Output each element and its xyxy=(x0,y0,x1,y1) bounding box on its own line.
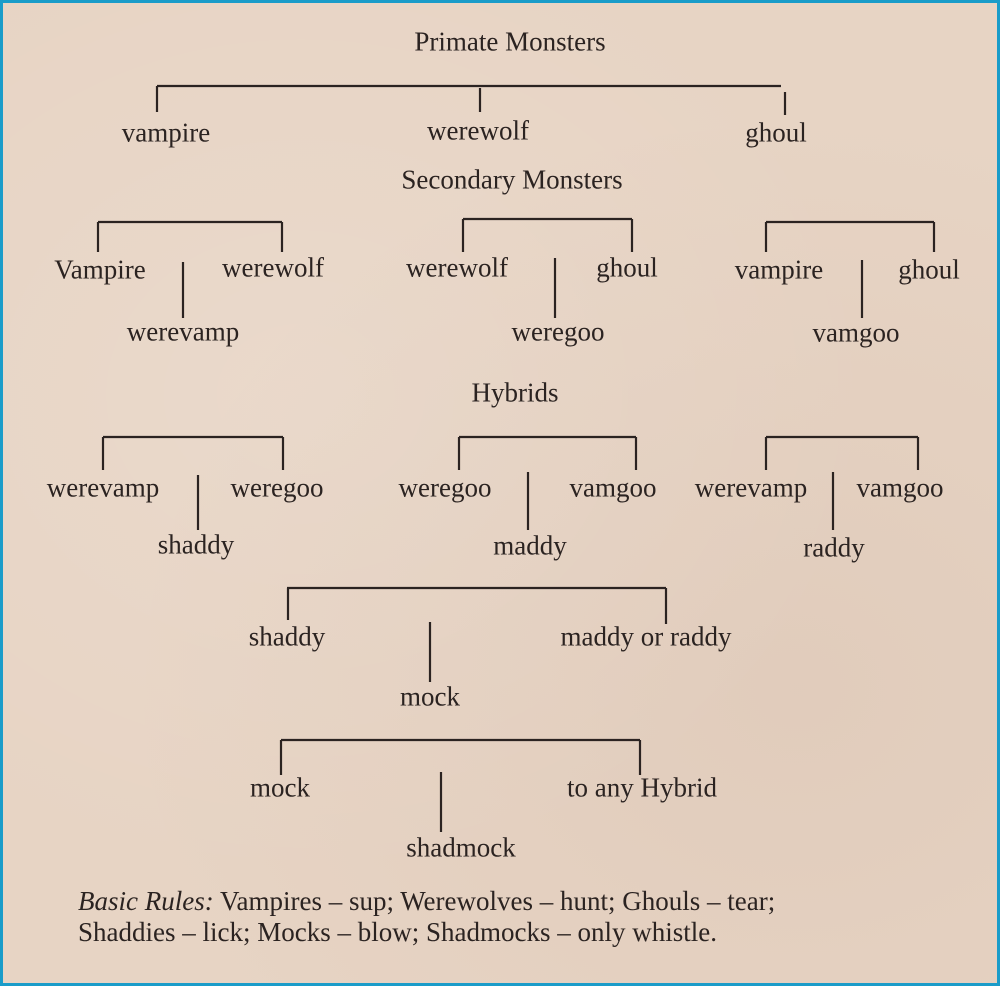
node-child: weregoo xyxy=(511,316,605,347)
mock-connector xyxy=(286,586,668,682)
node-parent: ghoul xyxy=(898,254,960,285)
shadmock-connector xyxy=(279,738,642,832)
node-parent: weregoo xyxy=(230,472,324,503)
node-parent: vamgoo xyxy=(856,472,944,503)
rules-label: Basic Rules: xyxy=(78,886,214,916)
secondary-connector-2 xyxy=(461,217,634,318)
node-child: vamgoo xyxy=(812,317,900,348)
secondary-connector-3 xyxy=(764,220,936,318)
node-child-shadmock: shadmock xyxy=(406,832,516,863)
node-parent: maddy or raddy xyxy=(560,621,732,652)
node-child-mock: mock xyxy=(400,681,460,712)
heading-primate-monsters: Primate Monsters xyxy=(414,26,606,57)
scanned-page xyxy=(3,3,997,983)
node-parent: shaddy xyxy=(248,621,326,652)
node-child: werevamp xyxy=(126,316,240,347)
heading-hybrids: Hybrids xyxy=(471,377,559,408)
node-vampire: vampire xyxy=(121,117,211,148)
node-parent: vampire xyxy=(734,254,824,285)
node-parent: to any Hybrid xyxy=(567,772,717,803)
node-parent: Vampire xyxy=(54,254,146,285)
hybrid-connector-1 xyxy=(101,435,285,530)
secondary-connector-1 xyxy=(96,220,284,318)
node-parent: mock xyxy=(250,772,310,803)
node-parent: werevamp xyxy=(694,472,808,503)
rules-line-2: Shaddies – lick; Mocks – blow; Shadmocks… xyxy=(78,917,717,947)
rules-line-1: Vampires – sup; Werewolves – hunt; Ghoul… xyxy=(219,886,776,916)
node-parent: werewolf xyxy=(222,252,324,283)
heading-secondary-monsters: Secondary Monsters xyxy=(401,164,623,195)
hybrid-connector-3 xyxy=(764,435,920,530)
node-parent: werewolf xyxy=(406,252,508,283)
primate-connector xyxy=(155,84,787,115)
node-child: maddy xyxy=(493,530,567,561)
node-child: shaddy xyxy=(157,529,235,560)
node-parent: werevamp xyxy=(46,472,160,503)
node-parent: vamgoo xyxy=(569,472,657,503)
node-parent: ghoul xyxy=(596,252,658,283)
node-child: raddy xyxy=(803,532,865,563)
hybrid-connector-2 xyxy=(457,435,638,530)
node-parent: weregoo xyxy=(398,472,492,503)
node-ghoul: ghoul xyxy=(745,117,807,148)
basic-rules: Basic Rules: Vampires – sup; Werewolves … xyxy=(78,886,775,948)
node-werewolf: werewolf xyxy=(427,115,529,146)
